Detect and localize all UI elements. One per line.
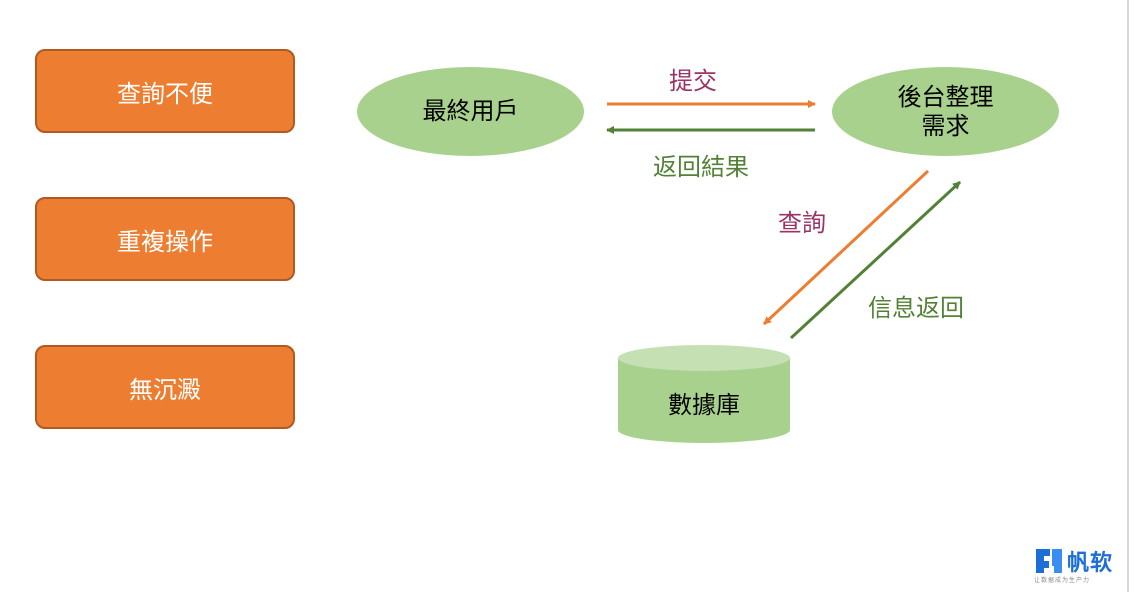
fanruan-logo-icon bbox=[1036, 549, 1062, 573]
node-end-user-label: 最終用戶 bbox=[422, 97, 519, 125]
fanruan-logo-brand: 帆软 bbox=[1067, 551, 1114, 576]
pain-point-label: 無沉澱 bbox=[129, 375, 201, 404]
node-end-user: 最終用戶 bbox=[357, 67, 584, 156]
arrow-query bbox=[762, 169, 930, 326]
flow-label-submit: 提交 bbox=[669, 67, 717, 95]
pain-point-label: 查詢不便 bbox=[117, 79, 213, 108]
fanruan-logo-slogan: 让数据成为生产力 bbox=[1034, 577, 1091, 584]
flow-label-return-result: 返回結果 bbox=[653, 153, 749, 181]
slide-right-edge bbox=[1127, 0, 1129, 592]
flow-label-info-return: 信息返回 bbox=[868, 294, 964, 322]
fanruan-logo: 帆软 让数据成为生产力 bbox=[1034, 545, 1120, 585]
node-backend: 後台整理 需求 bbox=[832, 67, 1059, 156]
flow-label-query: 查詢 bbox=[778, 209, 826, 237]
pain-point-query-inconvenient: 查詢不便 bbox=[35, 49, 295, 133]
pain-point-repeated-operations: 重複操作 bbox=[35, 197, 295, 281]
pain-point-no-accumulation: 無沉澱 bbox=[35, 345, 295, 429]
arrow-info-return bbox=[789, 180, 962, 340]
node-backend-label: 後台整理 需求 bbox=[897, 82, 994, 140]
node-database-label: 數據庫 bbox=[668, 390, 740, 419]
pain-point-label: 重複操作 bbox=[117, 227, 213, 256]
database-cylinder bbox=[618, 345, 790, 443]
